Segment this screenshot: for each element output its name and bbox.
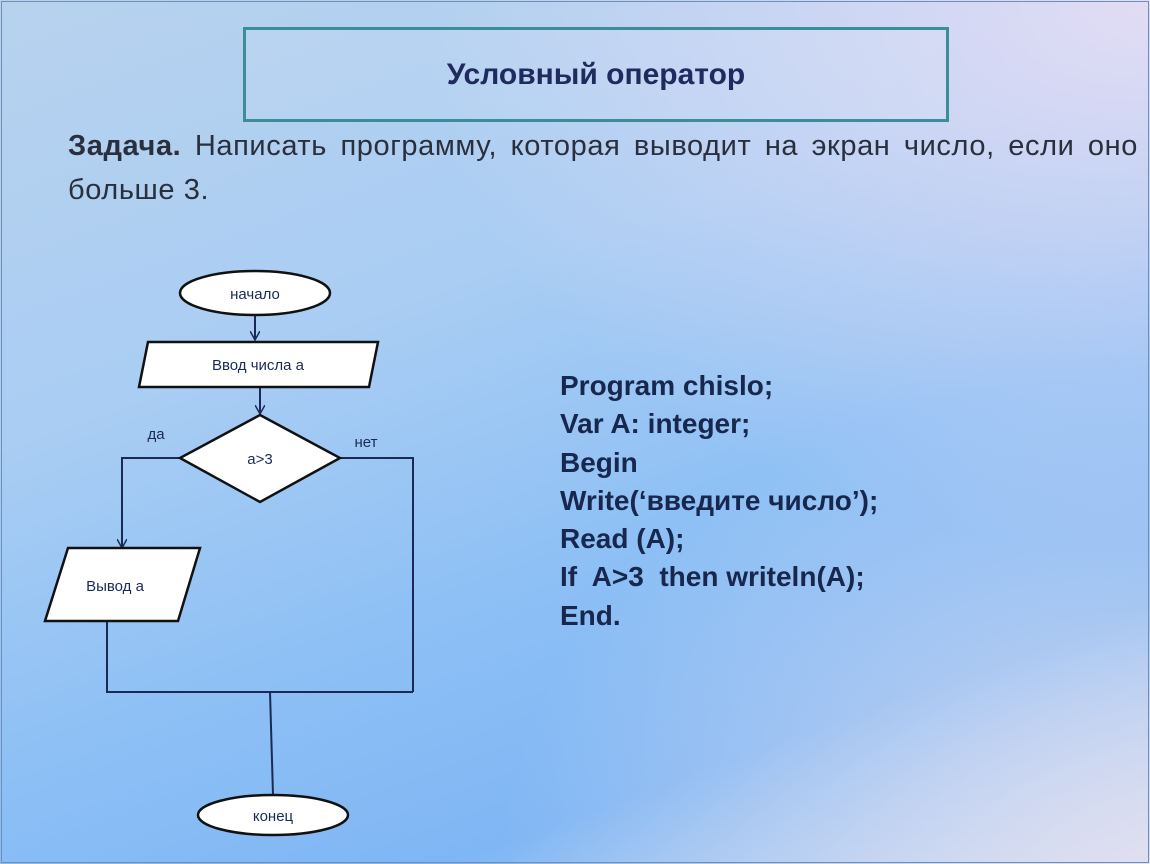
condition-diamond: [177, 413, 343, 504]
start-terminal: [178, 269, 332, 317]
output-parallelogram: [43, 546, 202, 623]
end-terminal: [196, 793, 350, 837]
code-line: If A>3 then writeln(A);: [560, 561, 865, 593]
slide-title: Условный оператор: [446, 57, 746, 91]
condition-label: а>3: [247, 451, 272, 468]
task-statement: Задача. Написать программу, которая выво…: [68, 124, 1138, 212]
code-line: Read (A);: [560, 523, 685, 555]
yes-label: да: [147, 426, 165, 443]
no-label: нет: [355, 434, 378, 451]
input-parallelogram: [137, 340, 380, 389]
code-line: Write(‘введите число’);: [560, 484, 879, 516]
title-box: Условный оператор: [243, 27, 949, 122]
code-line: Program chislo;: [560, 370, 774, 401]
start-label: начало: [230, 286, 280, 303]
task-label: Задача.: [68, 130, 182, 162]
arrow-yes-branch: [122, 457, 180, 547]
task-text: Написать программу, которая выводит на э…: [68, 130, 1138, 206]
line-merge: [106, 621, 413, 693]
input-label: Ввод числа а: [212, 357, 305, 374]
code-line: End.: [560, 599, 621, 631]
end-label: конец: [253, 808, 294, 825]
output-label: Вывод а: [86, 578, 145, 595]
line-no-branch: [340, 457, 414, 692]
code-line: Begin: [560, 446, 638, 478]
line-to-end: [269, 691, 274, 796]
code-line: Var A: integer;: [560, 408, 751, 440]
code-block: Program chislo; Var A: integer; Begin Wr…: [560, 367, 878, 635]
